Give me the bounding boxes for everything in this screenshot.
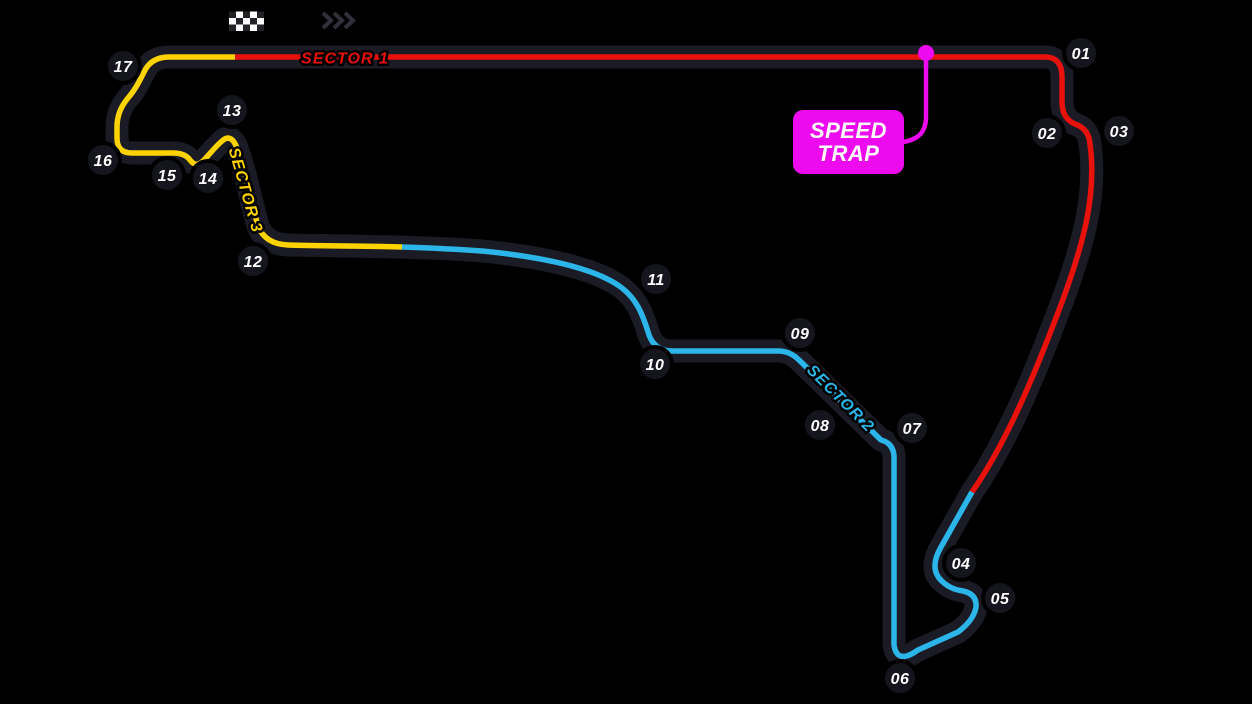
turn-number: 09 (791, 326, 810, 343)
speed-trap-label-line1: SPEED (809, 117, 888, 143)
turn-number: 13 (223, 103, 242, 120)
turn-badge-07: 07 (893, 409, 931, 447)
speed-trap-marker-dot (918, 45, 934, 61)
turn-number: 11 (647, 272, 665, 289)
turn-number: 05 (991, 591, 1010, 608)
turn-badge-11: 11 (637, 260, 675, 298)
speed-trap-connector (902, 45, 934, 145)
speed-trap-callout: SPEED TRAP (793, 110, 904, 174)
turn-number: 12 (244, 254, 263, 271)
turn-badge-16: 16 (84, 141, 122, 179)
sector-1-line (235, 54, 1095, 494)
turn-badge-05: 05 (981, 579, 1019, 617)
race-direction-chevrons-icon (321, 11, 356, 30)
turn-number: 07 (903, 421, 922, 438)
turn-badge-02: 02 (1028, 114, 1066, 152)
turn-badge-03: 03 (1100, 112, 1138, 150)
turn-badge-10: 10 (636, 345, 674, 383)
turn-badge-17: 17 (104, 47, 142, 85)
speed-trap-label-line2: TRAP (817, 141, 880, 166)
checkered-flag-icon (229, 11, 264, 31)
sector-2-line (401, 244, 979, 660)
turn-number: 04 (952, 556, 971, 573)
turn-number: 08 (811, 418, 830, 435)
turn-badge-01: 01 (1062, 34, 1100, 72)
turn-badge-14: 14 (189, 159, 227, 197)
turn-badge-09: 09 (781, 314, 819, 352)
turn-badge-15: 15 (148, 156, 186, 194)
turn-number: 02 (1038, 126, 1057, 143)
turn-number: 03 (1110, 124, 1129, 141)
turn-number: 10 (646, 357, 665, 374)
turn-number: 15 (158, 168, 177, 185)
turn-badge-12: 12 (234, 242, 272, 280)
speed-trap-connector-line (902, 58, 929, 145)
turn-number: 14 (199, 171, 218, 188)
turn-badge-13: 13 (213, 91, 251, 129)
turn-badges: 01 02 03 04 05 06 07 08 09 10 11 12 13 14 15 16 17 (84, 34, 1138, 697)
turn-badge-08: 08 (801, 406, 839, 444)
turn-number: 01 (1072, 46, 1091, 63)
sector-1-label: SECTOR 1 (301, 51, 389, 68)
turn-badge-04: 04 (942, 544, 980, 582)
turn-number: 17 (114, 59, 133, 76)
turn-number: 06 (891, 671, 910, 688)
turn-badge-06: 06 (881, 659, 919, 697)
turn-number: 16 (94, 153, 113, 170)
